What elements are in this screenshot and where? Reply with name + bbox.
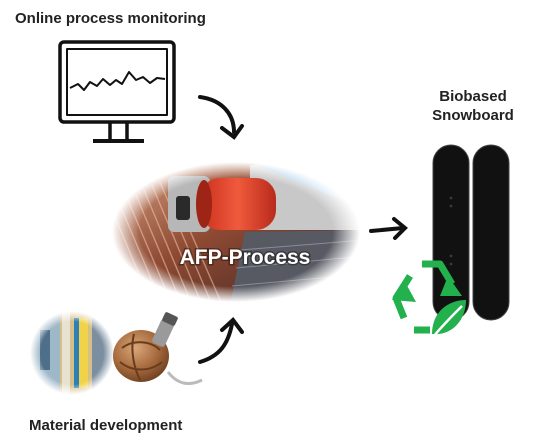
label-biobased-snowboard: Biobased Snowboard — [423, 87, 523, 125]
afp-process-image — [110, 140, 366, 305]
arrow-icon — [369, 217, 408, 240]
leaf-icon — [432, 300, 466, 337]
monitor-icon — [58, 40, 176, 143]
afp-process-label: AFP-Process — [180, 246, 311, 269]
monitor-signal-trace — [69, 71, 166, 91]
arrow-icon — [198, 95, 244, 140]
walnut-icon — [113, 312, 203, 386]
label-snowboard-line1: Biobased — [439, 88, 507, 105]
material-photo — [30, 310, 114, 396]
snowboard-icon — [432, 144, 510, 321]
arrow-icon — [198, 317, 244, 364]
recycle-icon — [392, 260, 462, 334]
label-online-monitoring: Online process monitoring — [15, 10, 206, 27]
label-material-development: Material development — [29, 417, 183, 434]
label-snowboard-line2: Snowboard — [432, 107, 514, 124]
